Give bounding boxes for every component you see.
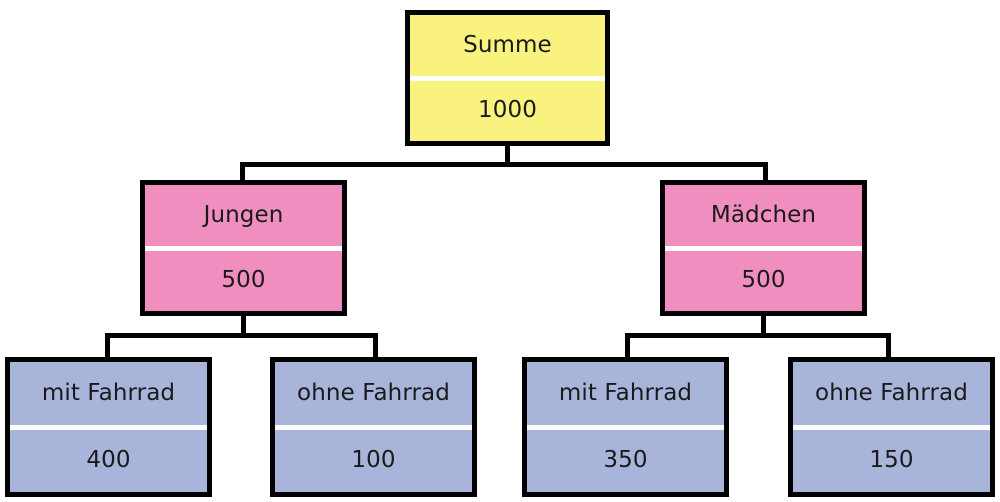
connector-jungen-bar [105, 333, 378, 338]
node-leaf-2-divider [275, 424, 472, 430]
node-jungen[interactable]: Jungen 500 [140, 180, 347, 316]
connector-root-bar [240, 162, 768, 167]
node-jungen-divider [145, 245, 342, 251]
node-leaf-1-value: 400 [86, 447, 131, 474]
node-leaf-3-divider [527, 424, 724, 430]
node-leaf-1-label: mit Fahrrad [41, 379, 176, 406]
node-root-label: Summe [463, 31, 552, 58]
node-jungen-label: Jungen [203, 201, 284, 228]
connector-maedchen-bar [625, 333, 891, 338]
node-leaf-maedchen-mit-fahrrad[interactable]: mit Fahrrad 350 [522, 357, 729, 497]
node-leaf-4-value: 150 [869, 447, 914, 474]
node-leaf-4-label: ohne Fahrrad [815, 379, 968, 406]
node-root-value: 1000 [478, 97, 537, 124]
connector-to-maedchen [763, 162, 768, 185]
node-leaf-4-divider [793, 424, 990, 430]
connector-to-leaf-4 [886, 333, 891, 360]
node-leaf-jungen-mit-fahrrad[interactable]: mit Fahrrad 400 [5, 357, 212, 497]
node-jungen-value: 500 [221, 267, 266, 294]
node-leaf-1-divider [10, 424, 207, 430]
connector-maedchen-stem [761, 316, 766, 338]
connector-to-leaf-2 [373, 333, 378, 360]
node-root-summe[interactable]: Summe 1000 [405, 10, 610, 146]
node-leaf-jungen-ohne-fahrrad[interactable]: ohne Fahrrad 100 [270, 357, 477, 497]
node-maedchen-label: Mädchen [710, 201, 817, 228]
connector-jungen-stem [241, 316, 246, 338]
connector-root-stem [505, 145, 510, 167]
node-root-divider [410, 75, 605, 81]
node-maedchen-divider [665, 245, 862, 251]
node-leaf-3-label: mit Fahrrad [558, 379, 693, 406]
node-leaf-maedchen-ohne-fahrrad[interactable]: ohne Fahrrad 150 [788, 357, 995, 497]
connector-to-leaf-3 [625, 333, 630, 360]
node-leaf-3-value: 350 [603, 447, 648, 474]
node-maedchen[interactable]: Mädchen 500 [660, 180, 867, 316]
node-maedchen-value: 500 [741, 267, 786, 294]
node-leaf-2-label: ohne Fahrrad [297, 379, 450, 406]
connector-to-leaf-1 [105, 333, 110, 360]
node-leaf-2-value: 100 [351, 447, 396, 474]
connector-to-jungen [240, 162, 245, 185]
